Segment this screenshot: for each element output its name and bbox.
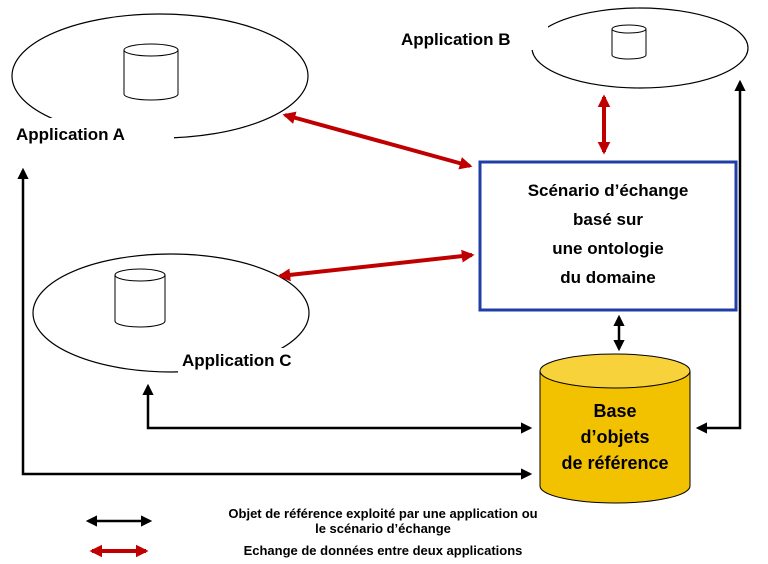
application-c: Application C: [32, 253, 328, 374]
reference-arrow-db-c: [142, 383, 533, 434]
reference-arrows: [17, 79, 746, 480]
database-top: [539, 353, 691, 389]
scenario-box: Scénario d’échange basé sur une ontologi…: [478, 160, 738, 312]
reference-database: Base d’objets de référence: [539, 353, 691, 504]
application-b-label-mask: [396, 24, 548, 50]
scenario-line-4: du domaine: [560, 268, 655, 287]
application-c-db-icon: [114, 268, 166, 328]
scenario-line-2: basé sur: [573, 210, 643, 229]
application-b-label: Application B: [401, 30, 511, 49]
database-outline: [539, 371, 691, 504]
application-b-db-icon: [611, 24, 647, 60]
scenario-line-3: une ontologie: [552, 239, 663, 258]
scenario-line-1: Scénario d’échange: [528, 181, 689, 200]
exchange-arrow-a-scenario: [282, 111, 473, 170]
reference-arrow-db-a: [17, 167, 533, 480]
legend-reference-line-2: le scénario d’échange: [315, 521, 451, 536]
exchange-arrow-c-scenario: [277, 249, 475, 282]
database-line-1: Base: [593, 401, 636, 421]
legend-exchange-label: Echange de données entre deux applicatio…: [244, 543, 523, 558]
application-a-db-icon: [123, 43, 179, 101]
application-a: Application A: [11, 13, 309, 144]
application-c-label: Application C: [182, 351, 292, 370]
database-line-2: d’objets: [580, 427, 649, 447]
application-a-label: Application A: [16, 125, 125, 144]
database-line-3: de référence: [561, 453, 668, 473]
reference-arrow-db-b: [695, 79, 746, 434]
application-a-label-mask: [12, 118, 174, 144]
legend-reference-line-1: Objet de référence exploité par une appl…: [228, 506, 537, 521]
application-b: Application B: [396, 7, 749, 89]
legend: Objet de référence exploité par une appl…: [85, 506, 538, 558]
